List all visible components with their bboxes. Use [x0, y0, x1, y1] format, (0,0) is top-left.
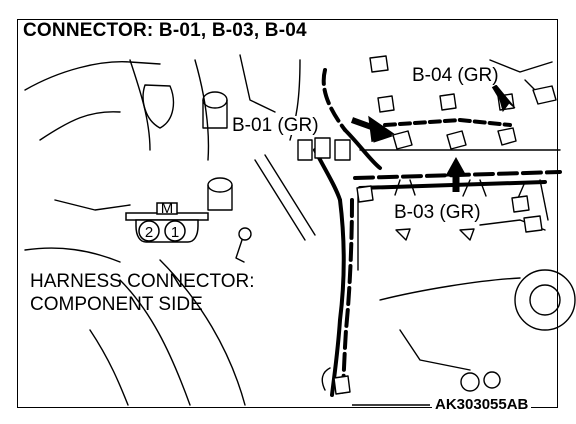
- branch-wire: [321, 367, 331, 391]
- bolt-shape: [202, 91, 228, 109]
- engine-outline: [239, 54, 276, 113]
- callout-b04: B-04 (GR): [410, 65, 501, 86]
- branch-wire: [394, 179, 401, 196]
- branch-wire: [409, 179, 416, 196]
- connector-key-label: M: [161, 200, 174, 217]
- harness-connector-face: [125, 202, 209, 243]
- connector-small: [333, 375, 351, 395]
- connector-b04-body: [532, 85, 557, 105]
- arrow-b04: [495, 84, 516, 113]
- figure-frame: [17, 19, 558, 408]
- connector-b04-body: [377, 95, 395, 113]
- engine-outline: [89, 329, 129, 406]
- engine-pulley: [460, 372, 480, 392]
- pin-2: [138, 220, 160, 242]
- connector-small: [523, 215, 543, 233]
- harness-note-line1: HARNESS CONNECTOR:: [30, 271, 255, 292]
- connector-key-tab: [156, 202, 178, 215]
- figure-code: AK303055AB: [432, 397, 532, 412]
- engine-outline: [24, 247, 121, 263]
- engine-block: [379, 277, 521, 301]
- bolt-shape: [207, 184, 233, 211]
- connector-b01-body: [314, 137, 331, 159]
- bolt-shape: [207, 177, 233, 193]
- connector-b01-target: [392, 130, 413, 150]
- connector-b04-body: [369, 55, 389, 73]
- connector-b04-body: [439, 93, 457, 111]
- connector-b01-body: [297, 139, 313, 161]
- engine-outline: [39, 111, 121, 141]
- engine-outline: [194, 59, 210, 161]
- rod-shape: [254, 159, 306, 241]
- arrow-b04: [491, 84, 509, 108]
- engine-outline: [24, 61, 161, 91]
- engine-block: [399, 329, 471, 371]
- engine-pulley: [483, 371, 501, 389]
- connector-small: [395, 228, 411, 241]
- engine-outline: [129, 59, 151, 151]
- pin-2-label: 2: [145, 224, 153, 241]
- connector-small: [459, 228, 475, 241]
- connector-flange: [125, 212, 209, 221]
- engine-pulley: [529, 284, 561, 316]
- bolt-shape: [202, 99, 228, 129]
- arrow-b01-head: [369, 118, 394, 143]
- diagram-title: CONNECTOR: B-01, B-03, B-04: [20, 20, 310, 42]
- branch-wire: [539, 179, 549, 221]
- pin-1: [164, 220, 186, 242]
- rod-shape: [264, 154, 316, 236]
- engine-outline: [54, 199, 131, 211]
- wire-harness: [330, 198, 346, 397]
- connector-b04-target: [497, 127, 517, 146]
- engine-outline: [159, 259, 246, 406]
- wire-harness: [321, 68, 347, 132]
- engine-block: [489, 59, 553, 73]
- callout-b03: B-03 (GR): [392, 202, 483, 223]
- branch-wire: [479, 179, 487, 197]
- bolt-shape: [142, 84, 175, 129]
- ground-terminal: [238, 227, 252, 241]
- ground-terminal: [235, 239, 245, 263]
- engine-outline: [119, 279, 191, 406]
- connector-small: [356, 185, 374, 203]
- harness-note-line2: COMPONENT SIDE: [30, 294, 203, 315]
- engine-pulley: [514, 269, 576, 331]
- arrow-b03-head: [445, 156, 467, 177]
- connector-small: [511, 195, 530, 213]
- branch-wire: [462, 179, 471, 197]
- connector-b03-target: [446, 130, 467, 150]
- wire-harness: [343, 128, 382, 170]
- wire-harness: [383, 117, 512, 127]
- connector-b01-body: [334, 139, 351, 161]
- callout-b01: B-01 (GR): [230, 115, 321, 136]
- pin-1-label: 1: [171, 224, 179, 241]
